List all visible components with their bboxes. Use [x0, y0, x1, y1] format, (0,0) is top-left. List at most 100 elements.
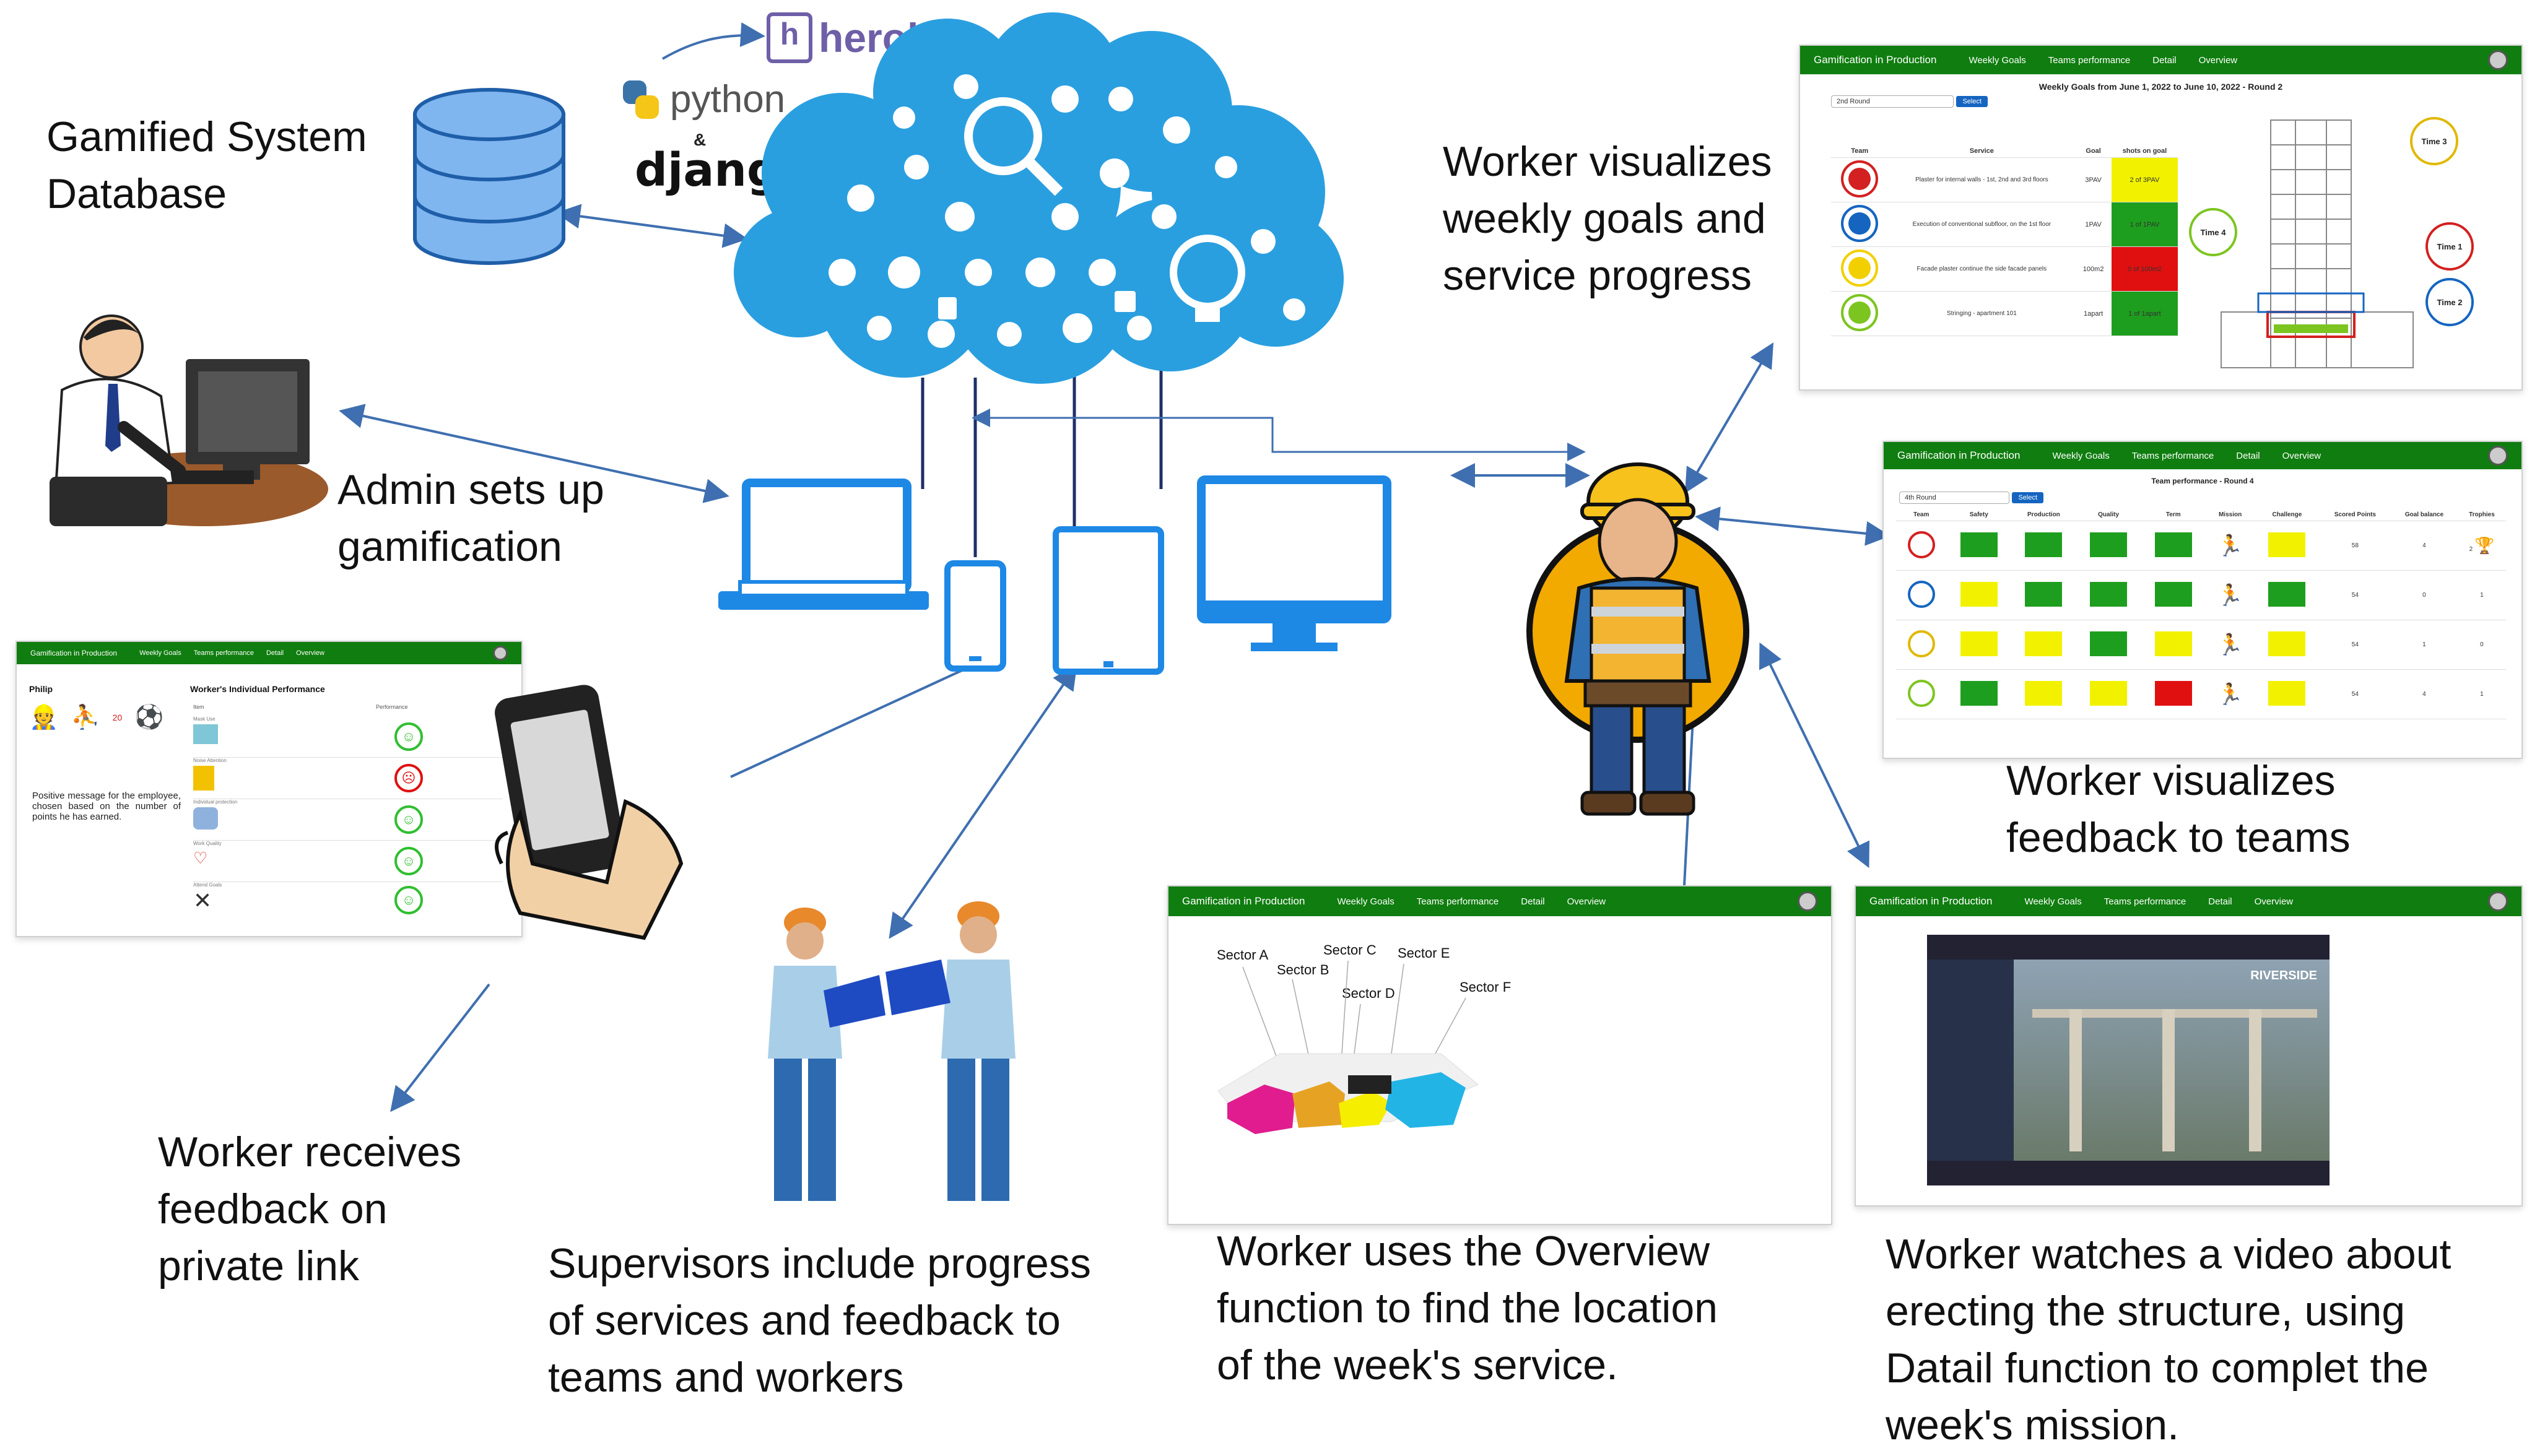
weekly-goals-screen: Gamification in Production Weekly Goals …	[1799, 45, 2523, 391]
happy-face-icon: ☺	[394, 722, 423, 751]
app-navbar: Gamification in Production Weekly Goals …	[17, 642, 521, 664]
nav-detail[interactable]: Detail	[1521, 896, 1545, 907]
video-caption: Worker watches a video about erecting th…	[1886, 1231, 2452, 1449]
table-row: Stringing - apartment 101 1apart 1 of 1a…	[1831, 291, 2178, 336]
app-brand: Gamification in Production	[1814, 54, 1937, 66]
tablet-icon	[1053, 526, 1164, 675]
app-brand: Gamification in Production	[1897, 449, 2021, 461]
score-tile	[1960, 532, 1998, 557]
score-tile	[2154, 582, 2192, 607]
sector-3d-map	[1217, 961, 1479, 1134]
app-navbar: Gamification in Production Weekly Goals …	[1168, 886, 1831, 916]
score-tile	[2025, 631, 2063, 656]
supervisors-illustration	[768, 901, 1016, 1201]
nav-overview[interactable]: Overview	[1567, 896, 1606, 907]
list-item: Work Quality ♡ ☺	[193, 841, 503, 882]
col-production: Production	[2011, 509, 2076, 521]
round-select[interactable]: 2nd Round	[1831, 95, 1954, 108]
trophy-icon: 🏆	[2474, 536, 2495, 555]
team-badge	[1841, 160, 1879, 197]
gear-icon[interactable]	[2488, 446, 2508, 466]
points-cell: 54	[2319, 570, 2391, 620]
item-label: Individual protection	[193, 799, 238, 805]
goal-cell: 3PAV	[2075, 157, 2112, 202]
individual-title: Worker's Individual Performance	[190, 684, 325, 694]
nav-weekly-goals[interactable]: Weekly Goals	[139, 649, 181, 657]
item-label: Noise Attention	[193, 758, 227, 763]
balance-cell: 1	[2390, 620, 2458, 670]
nav-detail[interactable]: Detail	[266, 649, 284, 657]
goal-cell: 1apart	[2075, 291, 2112, 336]
score-tile	[2025, 532, 2063, 557]
sad-face-icon: ☹	[394, 764, 423, 792]
nav-weekly-goals[interactable]: Weekly Goals	[2024, 896, 2082, 907]
team-badge	[1841, 249, 1879, 287]
arrow-tablet-supervisors	[889, 664, 1077, 939]
gear-icon[interactable]	[2488, 891, 2508, 911]
sector-label: Sector E	[1398, 945, 1450, 961]
goal-cell: 1PAV	[2075, 202, 2112, 247]
gear-icon[interactable]	[493, 646, 508, 661]
nav-detail[interactable]: Detail	[2236, 450, 2260, 461]
nav-teams-performance[interactable]: Teams performance	[1416, 896, 1499, 907]
supervisors-caption: Supervisors include progress of services…	[548, 1240, 1091, 1401]
weekly-goals-table: Team Service Goal shots on goal Plaster …	[1831, 145, 2178, 336]
laptop-icon	[718, 479, 929, 610]
nav-teams-performance[interactable]: Teams performance	[193, 649, 254, 657]
score-tile	[2025, 681, 2063, 706]
weekly-goals-caption: Worker visualizes weekly goals and servi…	[1443, 138, 1772, 299]
gear-icon[interactable]	[2488, 50, 2508, 70]
person-icon: 👷	[29, 704, 59, 730]
nav-overview[interactable]: Overview	[2254, 896, 2294, 907]
item-label: Work Quality	[193, 841, 222, 846]
table-row: Plaster for internal walls - 1st, 2nd an…	[1831, 157, 2178, 202]
round-select[interactable]: 4th Round	[1899, 492, 2009, 504]
shots-cell: 2 of 3PAV	[2111, 157, 2178, 202]
team-performance-screen: Gamification in Production Weekly Goals …	[1882, 441, 2523, 759]
nav-detail[interactable]: Detail	[2152, 54, 2177, 66]
video-controls[interactable]	[1927, 1161, 2330, 1185]
runner-icon: 🏃	[2217, 583, 2243, 607]
positive-message: Positive message for the employee, chose…	[32, 791, 181, 822]
service-cell: Plaster for internal walls - 1st, 2nd an…	[1888, 157, 2076, 202]
score-tile	[1960, 631, 1998, 656]
worker-mascot	[1526, 462, 1749, 816]
weekly-goals-title: Weekly Goals from June 1, 2022 to June 1…	[2038, 82, 2283, 92]
col-safety: Safety	[1946, 509, 2012, 521]
sector-label: Sector F	[1460, 979, 1512, 995]
database-caption: Gamified System Database	[46, 113, 367, 217]
nav-overview[interactable]: Overview	[2198, 54, 2238, 66]
nav-teams-performance[interactable]: Teams performance	[2131, 450, 2214, 461]
cloud-icon	[734, 12, 1344, 384]
overview-screen: Gamification in Production Weekly Goals …	[1167, 885, 1832, 1225]
python-label: python	[670, 78, 786, 121]
shots-cell: 1 of 1PAV	[2111, 202, 2178, 247]
points-cell: 54	[2319, 620, 2391, 670]
nav-weekly-goals[interactable]: Weekly Goals	[1969, 54, 2026, 66]
team-badge	[1907, 581, 1935, 608]
table-row: 🏃 54 0 1	[1896, 570, 2506, 620]
nav-overview[interactable]: Overview	[296, 649, 324, 657]
video-side-panel	[1927, 960, 2014, 1164]
individual-list: Mask Use ☺ Noise Attention ☹ Individual …	[193, 716, 503, 919]
select-button[interactable]: Select	[2012, 492, 2044, 503]
select-button[interactable]: Select	[1956, 96, 1988, 107]
nav-overview[interactable]: Overview	[2282, 450, 2321, 461]
video-player[interactable]: RIVERSIDE	[1927, 935, 2330, 1185]
trophies-cell: 0	[2457, 620, 2506, 670]
soccer-ball-icon: ⚽	[134, 704, 164, 730]
balance-cell: 0	[2390, 570, 2458, 620]
list-item: Individual protection ☺	[193, 799, 503, 841]
nav-weekly-goals[interactable]: Weekly Goals	[1337, 896, 1394, 907]
nav-weekly-goals[interactable]: Weekly Goals	[2052, 450, 2110, 461]
trophies-cell: 2	[2469, 546, 2473, 553]
protection-icon	[193, 807, 218, 830]
arrow-worker-teams	[1695, 506, 1890, 546]
table-row: Execution of conventional subfloor, on t…	[1831, 202, 2178, 247]
nav-teams-performance[interactable]: Teams performance	[2048, 54, 2131, 66]
nav-detail[interactable]: Detail	[2208, 896, 2232, 907]
col-mission: Mission	[2206, 509, 2255, 521]
sector-label: Sector B	[1277, 962, 1329, 977]
gear-icon[interactable]	[1798, 891, 1817, 911]
nav-teams-performance[interactable]: Teams performance	[2103, 896, 2186, 907]
